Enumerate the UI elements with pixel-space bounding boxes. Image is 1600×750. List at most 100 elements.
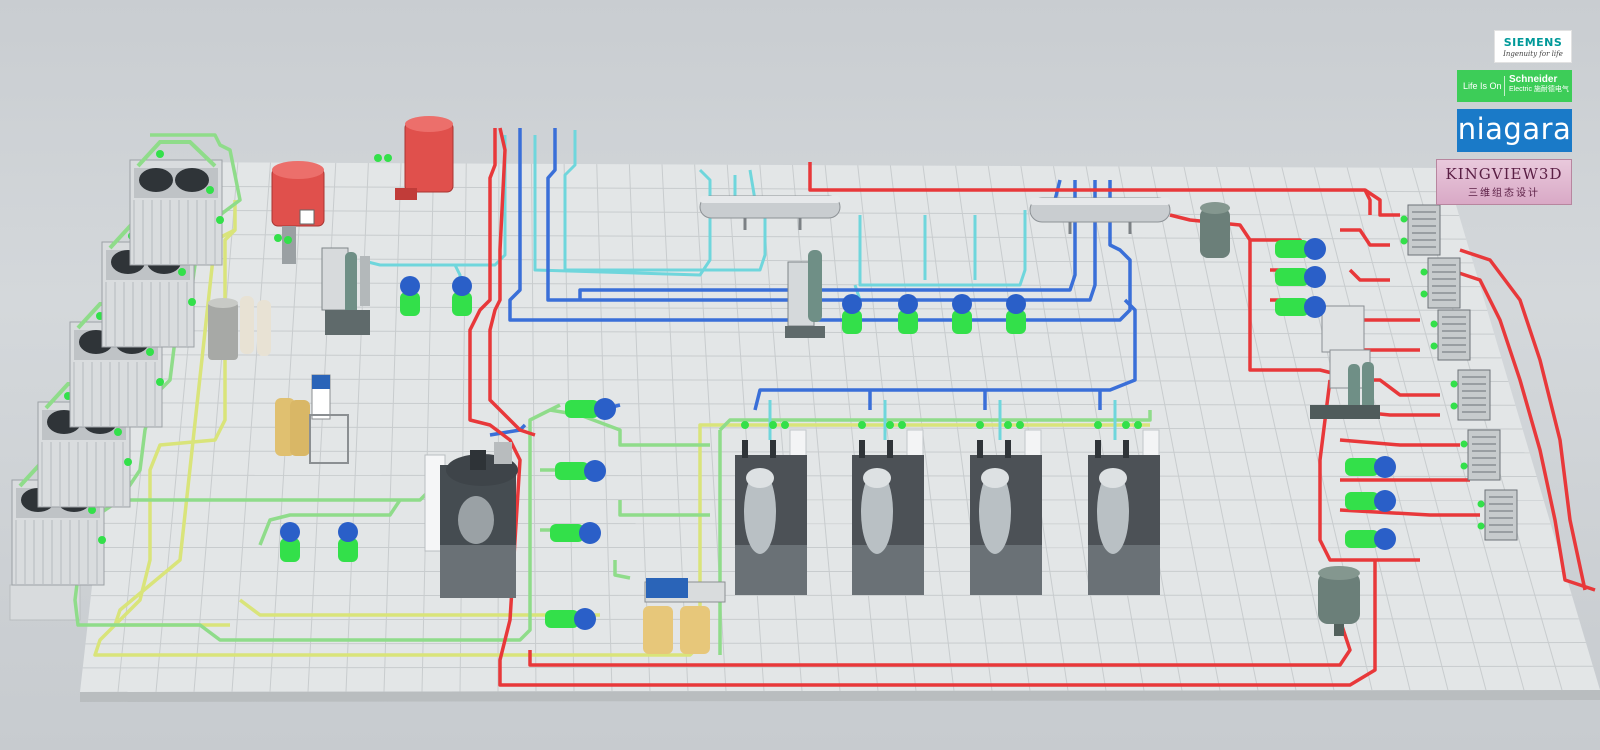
expansion-tank-large bbox=[395, 116, 454, 200]
tower-valve bbox=[156, 150, 164, 158]
pump-volute bbox=[594, 398, 616, 420]
tower-valve bbox=[188, 298, 196, 306]
screw-chiller bbox=[424, 442, 518, 598]
pump-motor bbox=[842, 310, 862, 334]
pump-motor bbox=[1275, 268, 1309, 286]
hex-valve bbox=[1420, 290, 1428, 298]
chiller-valve bbox=[1004, 421, 1012, 429]
sand-filters bbox=[208, 296, 271, 360]
chiller-valve bbox=[741, 421, 749, 429]
grid-line bbox=[131, 233, 1467, 240]
pump-volute bbox=[1006, 294, 1026, 314]
grid-line bbox=[112, 402, 1516, 406]
chiller-base bbox=[852, 545, 924, 595]
dosing-tanks bbox=[275, 374, 349, 464]
chiller-nozzle bbox=[977, 440, 983, 458]
chiller-compressor bbox=[1097, 470, 1129, 554]
tower-valve bbox=[114, 428, 122, 436]
tower-valve bbox=[206, 186, 214, 194]
kingview3d-logo: KINGVIEW3D 三维组态设计 bbox=[1436, 159, 1572, 205]
pump-volute bbox=[338, 522, 358, 542]
pump-motor bbox=[1345, 458, 1379, 476]
tower-platform bbox=[9, 584, 81, 621]
pump-motor bbox=[280, 538, 300, 562]
pump-volute bbox=[574, 608, 596, 630]
chiller-motor bbox=[1099, 468, 1127, 488]
centrifugal-chiller bbox=[1088, 421, 1160, 595]
pump bbox=[1345, 456, 1396, 478]
pump bbox=[555, 460, 606, 482]
pumps bbox=[280, 238, 1396, 630]
light-cyan-pipes bbox=[359, 130, 1117, 440]
grid-line bbox=[115, 378, 1509, 383]
tower-valve bbox=[146, 348, 154, 356]
kingview3d-cn: 三维组态设计 bbox=[1468, 188, 1540, 199]
pump-motor bbox=[1275, 298, 1309, 316]
pump-motor bbox=[898, 310, 918, 334]
centrifugal-chiller bbox=[970, 421, 1042, 595]
schneider-logo: Life Is On Schneider Electric 施耐德电气 bbox=[1457, 70, 1572, 102]
pump bbox=[1275, 296, 1326, 318]
pump bbox=[550, 522, 601, 544]
tower-fan bbox=[175, 168, 209, 192]
pump-motor bbox=[452, 292, 472, 316]
chiller-motor bbox=[746, 468, 774, 488]
degasser-unit bbox=[785, 250, 825, 338]
pump-motor bbox=[400, 292, 420, 316]
tower-inlet-pipe bbox=[136, 140, 217, 168]
grid-line bbox=[99, 522, 1551, 525]
pump-volute bbox=[1374, 490, 1396, 512]
pump-volute bbox=[952, 294, 972, 314]
schneider-divider bbox=[1504, 76, 1505, 96]
hex-valve bbox=[1430, 320, 1438, 328]
tower-valve bbox=[156, 378, 164, 386]
cooling-tower-bank bbox=[11, 140, 224, 586]
chiller-valve bbox=[781, 421, 789, 429]
pump-volute bbox=[898, 294, 918, 314]
pump-motor bbox=[1345, 530, 1379, 548]
heat-exchanger bbox=[1450, 369, 1491, 421]
tower-valve bbox=[98, 536, 106, 544]
chiller-valve bbox=[886, 421, 894, 429]
centrifugal-chiller bbox=[735, 421, 807, 595]
hex-valve bbox=[1450, 380, 1458, 388]
dosing-tanks-2 bbox=[643, 578, 726, 654]
expansion-vessel-right bbox=[1318, 566, 1360, 636]
pump-motor bbox=[565, 400, 599, 418]
hex-valve bbox=[1430, 342, 1438, 350]
pump bbox=[1275, 266, 1326, 288]
pump-volute bbox=[400, 276, 420, 296]
hex-valve bbox=[1460, 440, 1468, 448]
kingview3d-name: KINGVIEW3D bbox=[1445, 165, 1563, 183]
pump bbox=[565, 398, 616, 420]
pump-volute bbox=[1304, 296, 1326, 318]
chiller-compressor bbox=[861, 470, 893, 554]
pump bbox=[400, 276, 420, 316]
pump-motor bbox=[555, 462, 589, 480]
siemens-logo: SIEMENS Ingenuity for life bbox=[1494, 30, 1572, 63]
chiller-nozzle bbox=[770, 440, 776, 458]
pump bbox=[452, 276, 472, 316]
hex-valve bbox=[1477, 500, 1485, 508]
pump-motor bbox=[545, 610, 579, 628]
chiller-nozzle bbox=[1005, 440, 1011, 458]
grid-line bbox=[118, 354, 1502, 359]
pump-motor bbox=[952, 310, 972, 334]
cooling-tower bbox=[129, 140, 224, 266]
pump bbox=[1345, 528, 1396, 550]
pump-motor bbox=[1345, 492, 1379, 510]
pump-motor bbox=[1275, 240, 1309, 258]
chiller-nozzle bbox=[1123, 440, 1129, 458]
pump bbox=[280, 522, 300, 562]
hex-valve bbox=[1400, 215, 1408, 223]
schneider-life-is-on: Life Is On bbox=[1463, 81, 1502, 91]
air-separator bbox=[1200, 202, 1230, 258]
siemens-name: SIEMENS bbox=[1503, 36, 1563, 49]
pump-volute bbox=[452, 276, 472, 296]
floor-edge bbox=[80, 690, 1600, 702]
hex-valve bbox=[1450, 402, 1458, 410]
pump-volute bbox=[280, 522, 300, 542]
pump-volute bbox=[1374, 528, 1396, 550]
small-valves-near-tank bbox=[274, 154, 392, 244]
pump-volute bbox=[584, 460, 606, 482]
